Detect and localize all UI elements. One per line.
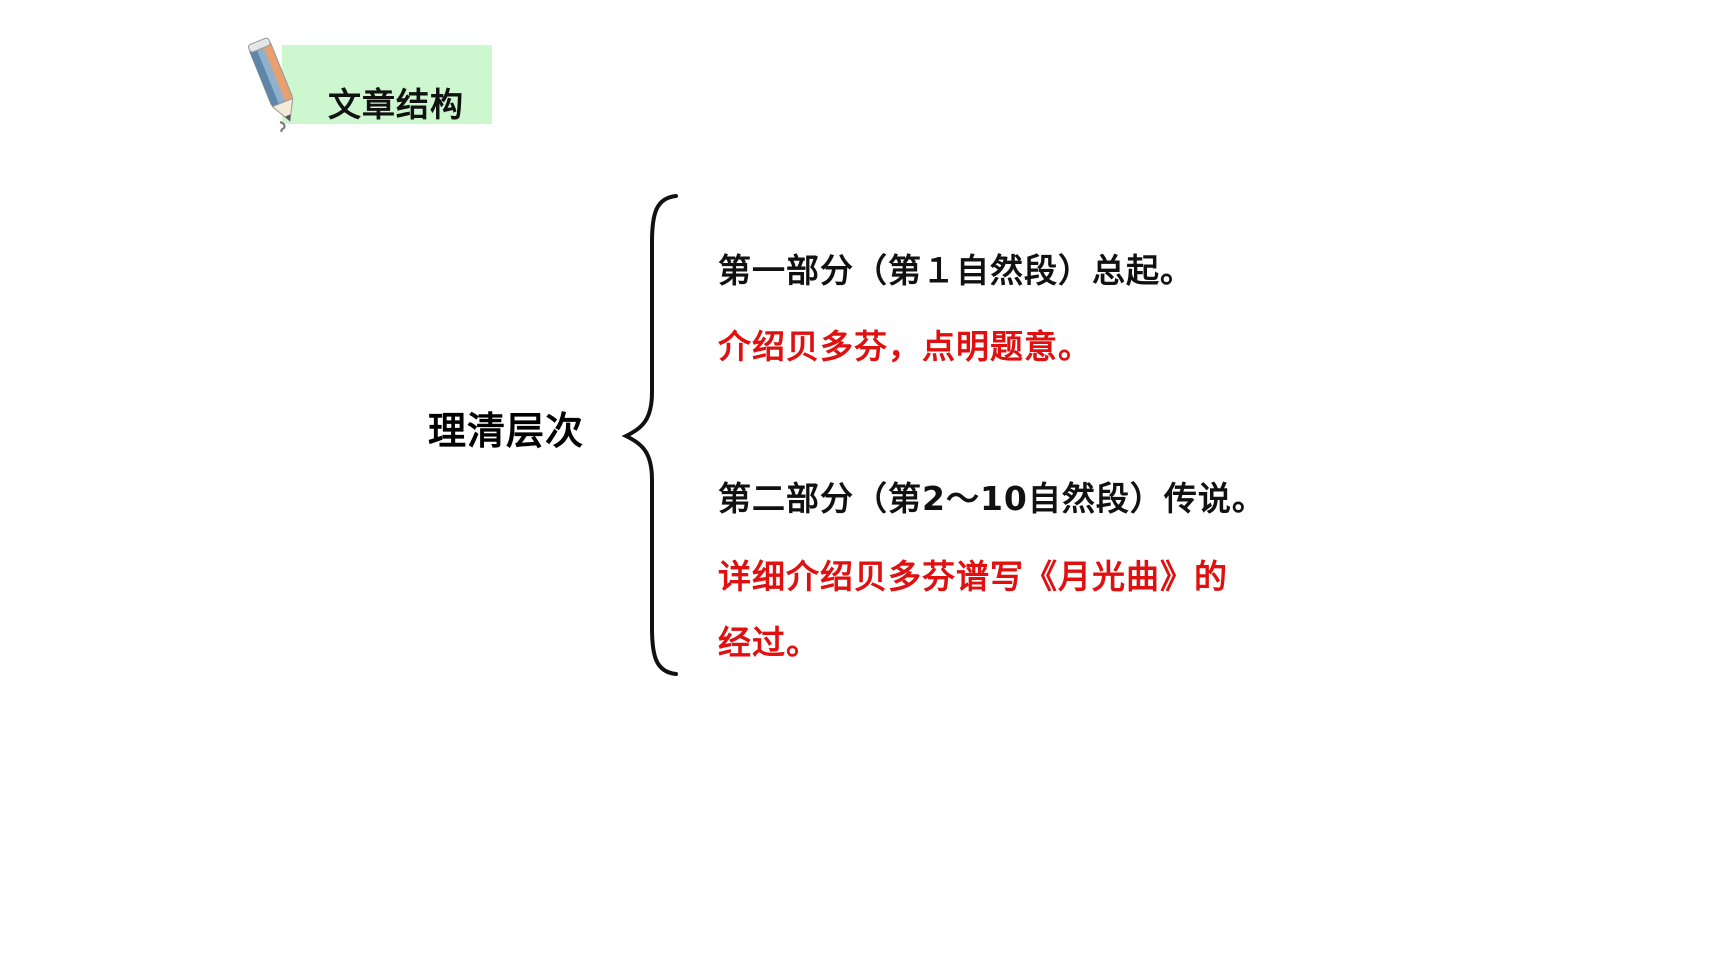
section-title: 文章结构 (328, 85, 464, 124)
root-label: 理清层次 (428, 409, 585, 453)
section-title-box (282, 45, 492, 124)
part-2-summary-line-2: 经过。 (718, 623, 820, 662)
part-2-heading: 第二部分（第2～10自然段）传说。 (718, 479, 1266, 518)
curly-brace (621, 194, 678, 676)
part-1-summary: 介绍贝多芬，点明题意。 (718, 327, 1092, 366)
pencil-icon (247, 37, 294, 132)
part-1-heading: 第一部分（第１自然段）总起。 (718, 251, 1194, 290)
part-2-summary-line-1: 详细介绍贝多芬谱写《月光曲》的 (718, 557, 1228, 596)
